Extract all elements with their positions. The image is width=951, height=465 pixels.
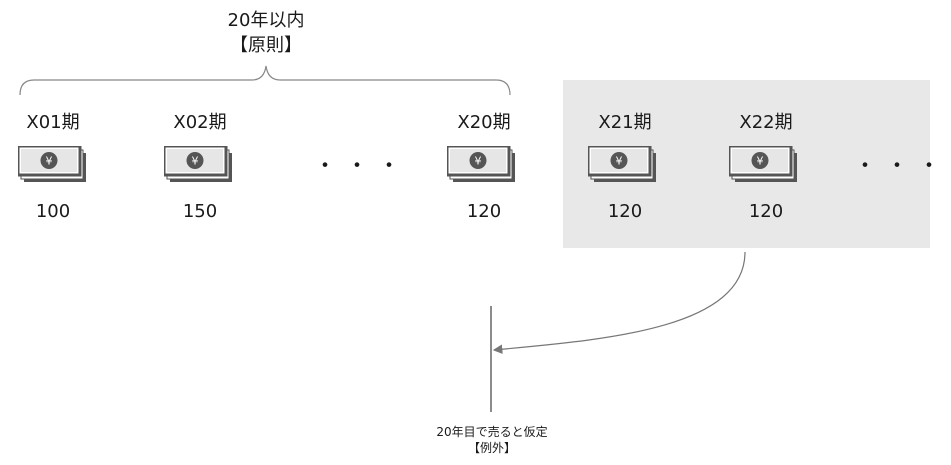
yen-banknote-icon: ¥ bbox=[729, 146, 799, 184]
period-label-x02: X02期 bbox=[173, 112, 227, 133]
yen-banknote-icon: ¥ bbox=[164, 146, 234, 184]
exception-label-line2: 【例外】 bbox=[467, 441, 516, 455]
period-label-x20: X20期 bbox=[457, 112, 511, 133]
ellipsis-after-periods: ・・・ bbox=[854, 154, 951, 179]
rule-label-line1: 20年以内 bbox=[227, 10, 305, 31]
exception-label: 20年目で売ると仮定 【例外】 bbox=[412, 424, 572, 456]
svg-text:¥: ¥ bbox=[46, 155, 53, 168]
amount-x01: 100 bbox=[35, 201, 71, 222]
period-label-x21: X21期 bbox=[598, 112, 652, 133]
amount-x20: 120 bbox=[466, 201, 502, 222]
exception-arrow bbox=[492, 251, 746, 354]
svg-text:¥: ¥ bbox=[192, 155, 199, 168]
rule-label: 20年以内 【原則】 bbox=[196, 8, 336, 58]
yen-banknote-icon: ¥ bbox=[447, 146, 517, 184]
yen-banknote-icon: ¥ bbox=[18, 146, 88, 184]
period-label-x01: X01期 bbox=[26, 112, 80, 133]
period-label-x22: X22期 bbox=[739, 112, 793, 133]
amount-x02: 150 bbox=[182, 201, 218, 222]
svg-text:¥: ¥ bbox=[616, 155, 623, 168]
svg-text:¥: ¥ bbox=[757, 155, 764, 168]
ellipsis-between-periods: ・・・ bbox=[314, 154, 411, 179]
yen-banknote-icon: ¥ bbox=[588, 146, 658, 184]
exception-label-line1: 20年目で売ると仮定 bbox=[436, 425, 548, 439]
rule-label-line2: 【原則】 bbox=[230, 35, 302, 56]
svg-text:¥: ¥ bbox=[475, 155, 482, 168]
amount-x21: 120 bbox=[607, 201, 643, 222]
period-brace bbox=[19, 65, 511, 96]
amount-x22: 120 bbox=[748, 201, 784, 222]
